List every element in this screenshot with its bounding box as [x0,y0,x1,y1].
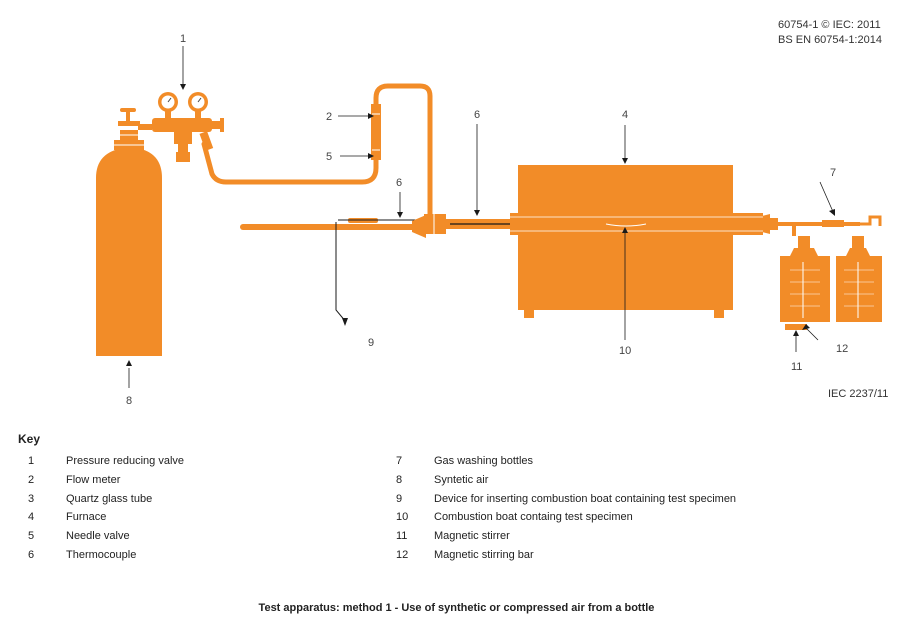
callout-6-tube: 6 [474,109,480,121]
arrowheads [126,84,835,366]
key-label: Furnace [66,511,107,524]
key-number: 8 [396,473,403,486]
key-number: 3 [28,492,35,505]
furnace [510,165,763,318]
key-number: 1 [28,455,35,467]
callout-6-thermocouple: 6 [396,177,402,189]
pressure-reducing-valve [138,92,224,162]
standard-line-1: 60754-1 © IEC: 2011 [778,19,881,31]
flow-meter [371,104,381,160]
standard-reference: 60754-1 © IEC: 2011 BS EN 60754-1:2014 [778,18,882,48]
gas-washing-bottle-1 [780,236,830,330]
key-label: Gas washing bottles [434,455,534,467]
key-label: Combustion boat containg test specimen [434,511,633,524]
gas-washing-bottle-2 [836,236,882,322]
figure-reference: IEC 2237/11 [828,388,889,400]
key-label: Flow meter [66,473,121,486]
standard-line-2: BS EN 60754-1:2014 [778,34,882,46]
key-number: 7 [396,455,403,467]
apparatus-diagram: 1 2 5 6 6 4 7 8 9 10 11 12 [96,33,882,407]
key-number: 9 [396,492,403,505]
key-label: Device for inserting combustion boat con… [434,492,737,505]
callout-9: 9 [368,337,374,349]
callout-12: 12 [836,343,848,355]
key-number: 4 [28,511,35,524]
callout-8: 8 [126,395,132,407]
outlet-tubing [778,215,882,236]
key-label: Magnetic stirrer [434,530,510,543]
key-label: Quartz glass tube [66,492,153,505]
key-label: Magnetic stirring bar [434,548,534,561]
gas-bottle [96,108,162,356]
leader-lines [128,46,835,388]
callout-labels: 1 2 5 6 6 4 7 8 9 10 11 12 [126,33,848,407]
callout-1: 1 [180,33,186,45]
key-number: 12 [396,548,409,561]
key-label: Pressure reducing valve [66,455,185,467]
key-number: 6 [28,548,35,561]
callout-5: 5 [326,151,332,163]
callout-11: 11 [791,361,802,373]
key-number: 5 [28,530,35,543]
key-label: Syntetic air [434,473,489,486]
callout-2: 2 [326,111,332,123]
key-title: Key [18,432,41,446]
inlet-assembly [240,214,464,323]
key-label: Thermocouple [66,548,137,561]
figure-caption: Test apparatus: method 1 - Use of synthe… [258,602,655,614]
callout-10: 10 [619,345,631,357]
key-label: Needle valve [66,530,130,543]
callout-7: 7 [830,167,836,179]
callout-4: 4 [622,109,628,121]
key-number: 10 [396,511,409,524]
key-number: 11 [396,530,408,543]
key-number: 2 [28,473,35,486]
hose [201,83,433,223]
